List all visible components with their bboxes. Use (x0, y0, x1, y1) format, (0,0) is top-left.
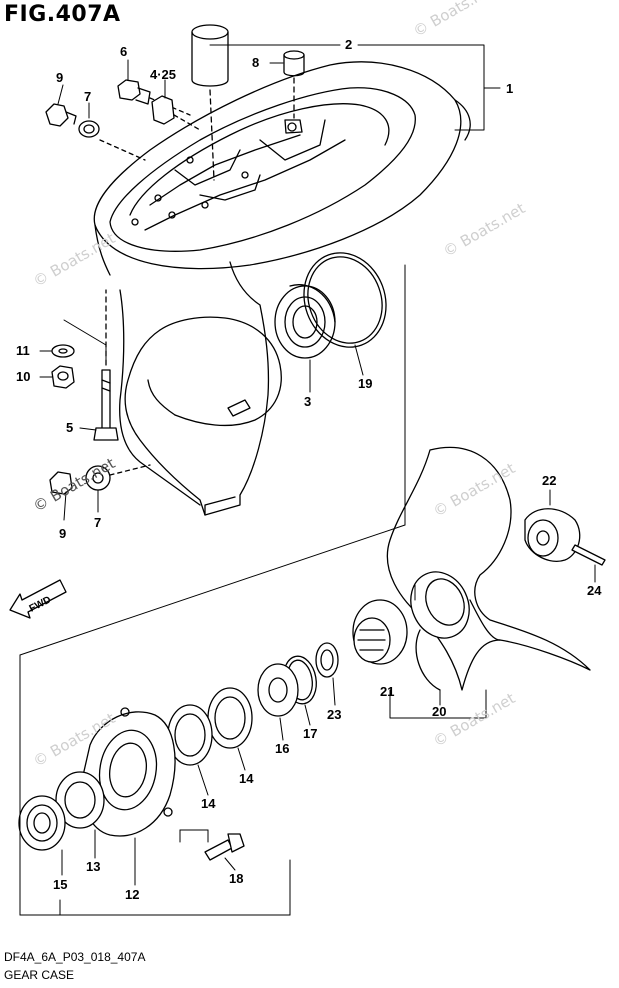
cotter-pin (571, 544, 606, 566)
gear-case-housing (93, 61, 471, 276)
oil-plug-top (45, 103, 146, 161)
callout-18: 18 (229, 871, 244, 886)
dowel-pin (191, 24, 229, 181)
callout-21: 21 (380, 684, 395, 699)
propeller-nut (524, 508, 581, 562)
washer-11 (51, 344, 75, 358)
callout-16: 16 (275, 741, 290, 756)
washer-23 (315, 642, 339, 678)
callout-9-top: 9 (56, 70, 64, 85)
bush (283, 50, 305, 119)
propeller (386, 446, 591, 691)
thrust-washer-16 (257, 663, 299, 717)
callout-14a: 14 (239, 771, 254, 786)
oil-seal-14a (207, 687, 253, 749)
callout-14b: 14 (201, 796, 216, 811)
callout-1: 1 (506, 81, 514, 96)
callout-15: 15 (53, 877, 68, 892)
callout-23: 23 (327, 707, 342, 722)
callout-22: 22 (542, 473, 557, 488)
fwd-arrow (9, 579, 67, 619)
bearing-3 (274, 284, 336, 359)
callout-11: 11 (16, 343, 30, 358)
spacer-21 (352, 599, 408, 665)
callout-19: 19 (358, 376, 373, 391)
sleeve (151, 95, 201, 131)
figure-code: DF4A_6A_P03_018_407A (4, 950, 146, 964)
callout-5: 5 (66, 420, 74, 435)
callout-8: 8 (252, 55, 260, 70)
callout-7-top: 7 (84, 89, 92, 104)
leader-lines (19, 44, 596, 916)
o-ring-19 (303, 252, 387, 348)
retaining-plate-13 (55, 771, 105, 829)
figure-name: GEAR CASE (4, 968, 75, 982)
callout-3: 3 (304, 394, 312, 409)
figure-title: FIG.407A (4, 2, 121, 27)
callout-10: 10 (16, 369, 31, 384)
callout-20: 20 (432, 704, 447, 719)
fwd-label: FWD (28, 594, 53, 614)
callout-9-bottom: 9 (59, 526, 67, 541)
callout-4-25: 4·25 (150, 67, 177, 82)
oil-plug-bottom (49, 464, 151, 495)
bolt-5 (93, 289, 119, 441)
lower-housing (119, 261, 282, 516)
oil-seal-14b (167, 704, 213, 766)
nut-10 (51, 365, 75, 389)
bolt-18 (204, 833, 245, 861)
callout-2: 2 (345, 37, 353, 52)
bearing-15 (18, 795, 66, 851)
callout-17: 17 (303, 726, 318, 741)
callout-12: 12 (125, 887, 140, 902)
bolt-6 (117, 79, 191, 116)
callout-6: 6 (120, 44, 128, 59)
callout-7-bottom: 7 (94, 515, 102, 530)
callout-24: 24 (587, 583, 602, 598)
fwd-label-box: FWD (28, 594, 53, 614)
callout-13: 13 (86, 859, 101, 874)
